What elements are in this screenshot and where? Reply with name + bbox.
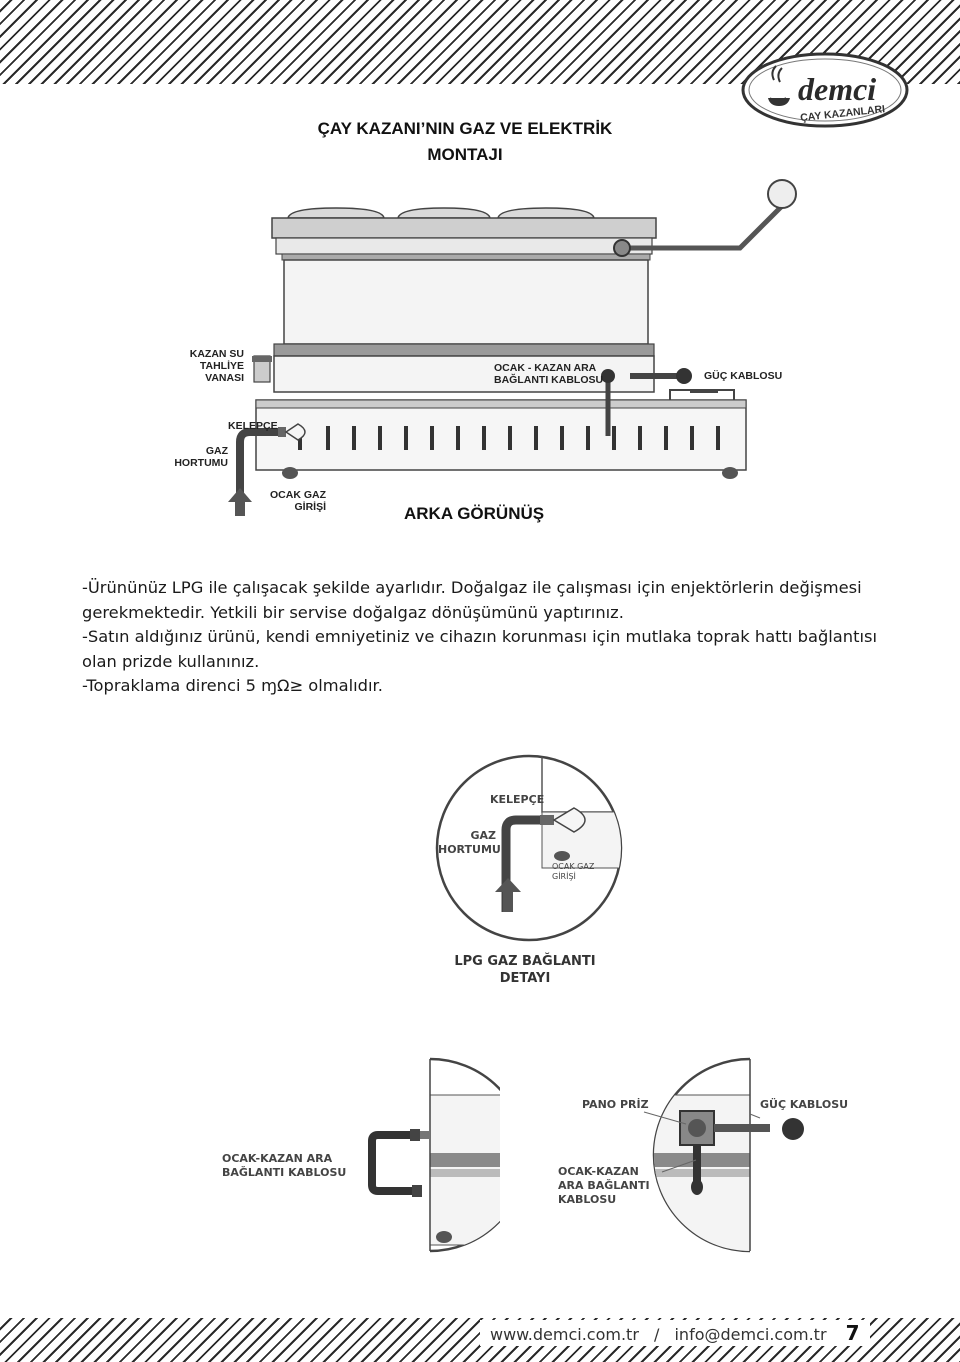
gas-inlet-line-2: GİRİŞİ	[294, 501, 326, 513]
socket-side-diagram	[652, 1057, 770, 1253]
cable-side-diagram	[368, 1057, 500, 1253]
drain-line-3: VANASI	[205, 372, 244, 384]
lpg-detail-diagram	[435, 754, 623, 942]
demci-logo: demci ÇAY KAZANLARI	[740, 52, 910, 132]
detail-hose-label: GAZ HORTUMU	[438, 829, 501, 857]
cable-left-line-1: OCAK-KAZAN ARA	[222, 1152, 333, 1165]
gas-hose-line-2: HORTUMU	[174, 457, 228, 469]
detail-title-line-2: DETAYI	[499, 971, 551, 986]
detail-inlet-line-2: GİRİŞİ	[552, 872, 576, 881]
page-title: ÇAY KAZANI’NIN GAZ VE ELEKTRİK MONTAJI	[290, 116, 640, 168]
detail-title: LPG GAZ BAĞLANTI DETAYI	[440, 953, 610, 987]
detail-inlet-line-1: OCAK GAZ	[552, 862, 595, 871]
footer-separator: /	[654, 1325, 660, 1344]
link-cable-line-2: BAĞLANTI KABLOSU	[494, 374, 604, 386]
note-3: -Topraklama direnci 5 ɱΩ≥ olmalıdır.	[82, 676, 383, 695]
power-plug-icon	[782, 1118, 804, 1140]
socket-label: PANO PRİZ	[582, 1098, 649, 1111]
leader-lines	[643, 1111, 761, 1173]
cable-left-label: OCAK-KAZAN ARA BAĞLANTI KABLOSU	[222, 1152, 346, 1180]
note-2: -Satın aldığınız ürünü, kendi emniyetini…	[82, 627, 878, 671]
gas-inlet-line-1: OCAK GAZ	[270, 489, 326, 501]
note-1: -Ürününüz LPG ile çalışacak şekilde ayar…	[82, 578, 862, 622]
rear-view-diagram	[228, 179, 797, 516]
footer-email[interactable]: info@demci.com.tr	[674, 1325, 827, 1344]
power-cable-label: GÜÇ KABLOSU	[704, 370, 783, 382]
drain-line-1: KAZAN SU	[189, 348, 244, 360]
link-cable-label: OCAK - KAZAN ARA BAĞLANTI KABLOSU	[494, 362, 603, 386]
cable-left-line-2: BAĞLANTI KABLOSU	[222, 1166, 347, 1179]
detail-hose-line-1: GAZ	[470, 829, 496, 842]
gas-hose-label: GAZ HORTUMU	[160, 445, 228, 469]
page-title-line-1: ÇAY KAZANI’NIN GAZ VE ELEKTRİK	[317, 119, 613, 138]
cable-right-line-2: ARA BAĞLANTI	[558, 1179, 650, 1192]
page-title-line-2: MONTAJI	[427, 145, 503, 164]
link-cable-line-1: OCAK - KAZAN ARA	[494, 362, 597, 374]
drain-valve-label: KAZAN SU TAHLİYE VANASI	[166, 348, 244, 384]
detail-inlet-label: OCAK GAZ GİRİŞİ	[552, 862, 594, 882]
footer: www.demci.com.tr / info@demci.com.tr 7	[480, 1320, 870, 1346]
gas-hose-line-1: GAZ	[205, 445, 228, 457]
footer-website[interactable]: www.demci.com.tr	[490, 1325, 639, 1344]
detail-title-line-1: LPG GAZ BAĞLANTI	[454, 954, 596, 969]
detail-clamp-label: KELEPÇE	[490, 793, 545, 806]
drain-line-2: TAHLİYE	[199, 360, 244, 372]
page-number: 7	[845, 1321, 860, 1345]
detail-hose-line-2: HORTUMU	[438, 843, 501, 856]
gas-inlet-label: OCAK GAZ GİRİŞİ	[250, 489, 326, 513]
power-cable-label-2: GÜÇ KABLOSU	[760, 1098, 849, 1111]
logo-name: demci	[798, 71, 876, 107]
notes-block: -Ürününüz LPG ile çalışacak şekilde ayar…	[82, 576, 912, 699]
cable-right-line-3: KABLOSU	[558, 1193, 617, 1206]
cable-right-line-1: OCAK-KAZAN	[558, 1165, 639, 1178]
cable-right-label: OCAK-KAZAN ARA BAĞLANTI KABLOSU	[558, 1165, 650, 1207]
clamp-label: KELEPÇE	[228, 420, 278, 432]
rear-view-title: ARKA GÖRÜNÜŞ	[404, 504, 545, 523]
